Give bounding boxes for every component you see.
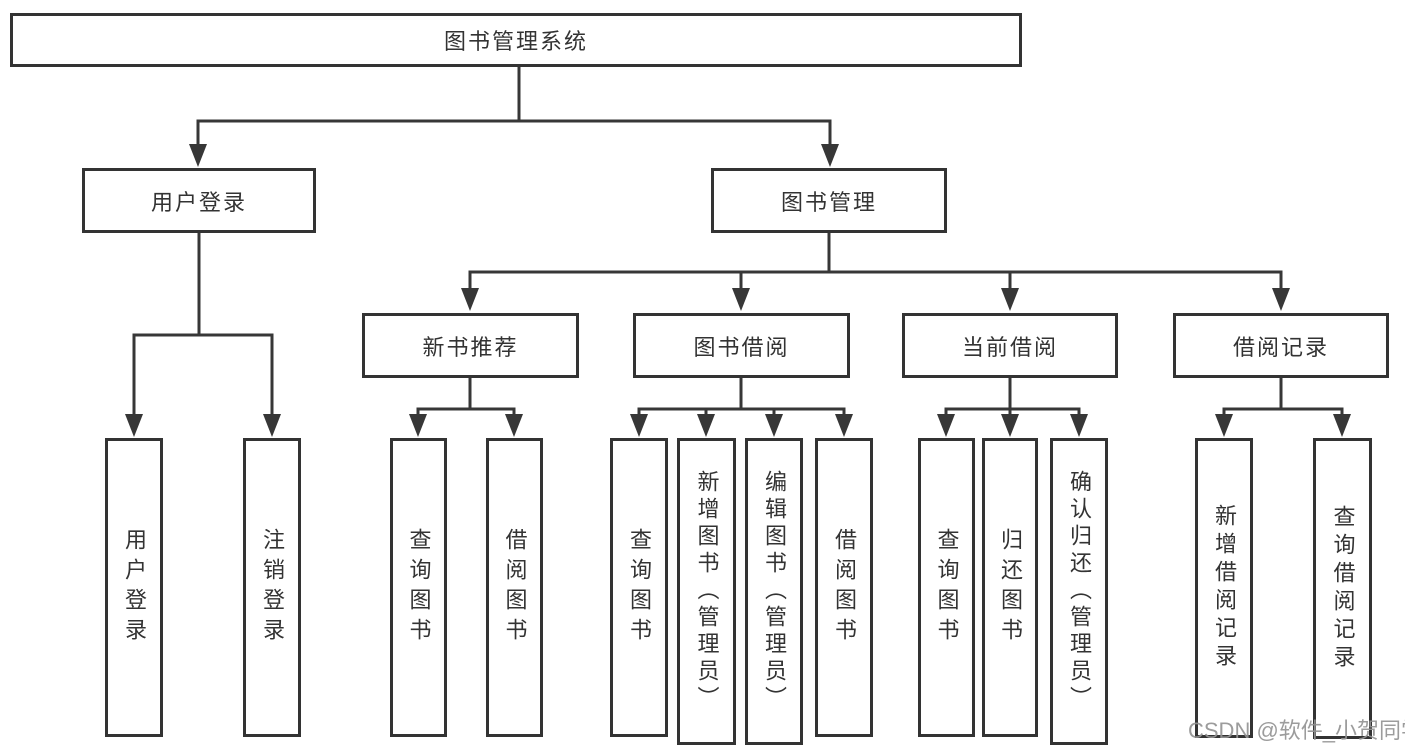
leaf-query-borrow-record: 查询借阅记录: [1313, 438, 1372, 739]
leaf-query-books-borrow: 查询图书: [610, 438, 668, 737]
leaf-borrow-books-recommend: 借阅图书: [486, 438, 543, 737]
leaf-edit-books-admin: 编辑图书（管理员）: [745, 438, 803, 745]
leaf-return-books: 归还图书: [982, 438, 1038, 737]
leaf-borrow-books: 借阅图书: [815, 438, 873, 737]
leaf-confirm-return-admin: 确认归还（管理员）: [1050, 438, 1108, 745]
node-borrow-records: 借阅记录: [1173, 313, 1389, 378]
node-book-management: 图书管理: [711, 168, 947, 233]
node-user-login: 用户登录: [82, 168, 316, 233]
arrowheads: [125, 144, 1351, 437]
leaf-query-books-recommend: 查询图书: [390, 438, 447, 737]
node-book-borrow: 图书借阅: [633, 313, 850, 378]
node-current-borrow: 当前借阅: [902, 313, 1118, 378]
leaf-logout: 注销登录: [243, 438, 301, 737]
leaf-user-login: 用户登录: [105, 438, 163, 737]
leaf-add-borrow-record: 新增借阅记录: [1195, 438, 1253, 738]
leaf-add-books-admin: 新增图书（管理员）: [677, 438, 736, 745]
csdn-watermark: CSDN @软件_小贺同学: [1188, 718, 1405, 743]
node-library-management-system: 图书管理系统: [10, 13, 1022, 67]
node-new-book-recommend: 新书推荐: [362, 313, 579, 378]
leaf-query-books-current: 查询图书: [918, 438, 975, 737]
